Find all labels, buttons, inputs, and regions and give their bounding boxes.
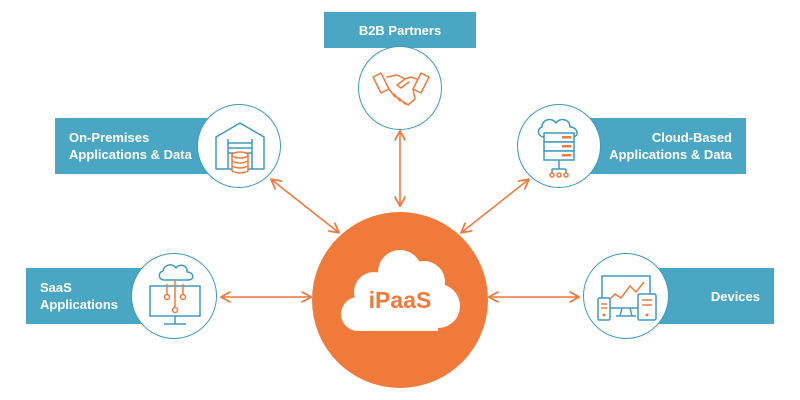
handshake-icon xyxy=(372,72,430,106)
saas-label: SaaS Applications xyxy=(40,280,119,312)
on-premises-node xyxy=(197,104,281,188)
arrow-cloud xyxy=(462,180,528,232)
arrow-onprem xyxy=(272,180,338,232)
ipaas-label: iPaaS xyxy=(368,287,432,313)
on-premises-label-box: On-Premises Applications & Data xyxy=(55,118,210,174)
b2b-partners-node xyxy=(358,46,442,130)
b2b-partners-label: B2B Partners xyxy=(358,22,442,38)
cloud-based-node xyxy=(517,104,601,188)
warehouse-database-icon xyxy=(215,122,265,174)
devices-icon xyxy=(597,275,657,321)
cloud-server-icon xyxy=(537,118,578,178)
on-premises-label: On-Premises Applications & Data xyxy=(69,130,192,162)
cloud-monitor-icon xyxy=(149,264,201,325)
devices-label: Devices xyxy=(710,288,760,304)
ipaas-hub: iPaaS xyxy=(312,212,488,388)
cloud-based-label-box: Cloud-Based Applications & Data xyxy=(590,118,746,174)
devices-node xyxy=(583,253,669,339)
b2b-partners-label-box: B2B Partners xyxy=(324,12,476,48)
cloud-icon xyxy=(341,250,460,331)
cloud-based-label: Cloud-Based Applications & Data xyxy=(609,130,732,162)
saas-node xyxy=(131,253,217,339)
